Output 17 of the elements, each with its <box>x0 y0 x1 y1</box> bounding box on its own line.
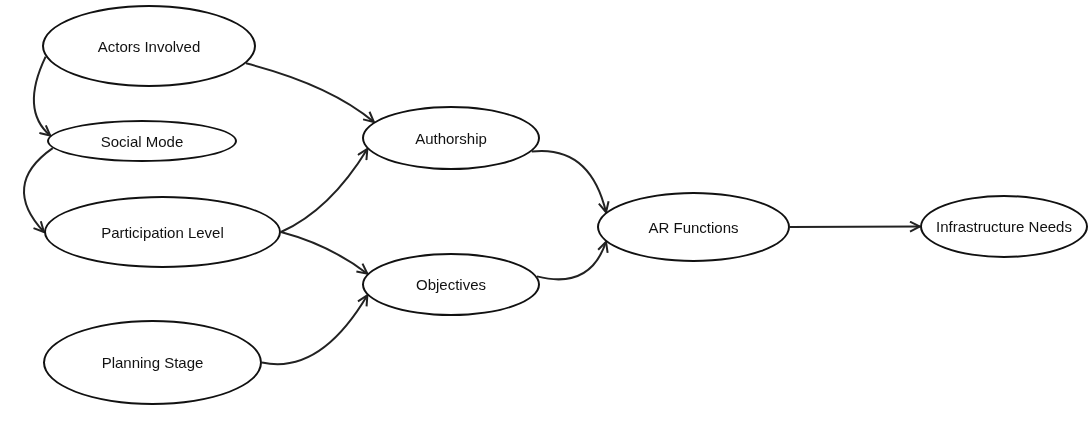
arrow <box>789 220 921 233</box>
arrow <box>244 62 375 123</box>
arrow <box>530 149 610 214</box>
arrow <box>23 147 54 233</box>
node-label: AR Functions <box>648 218 739 236</box>
arrow <box>261 294 369 366</box>
ellipse-node <box>47 120 237 162</box>
node-label: Authorship <box>415 129 487 147</box>
node-label: Actors Involved <box>97 37 201 55</box>
arrow <box>32 55 52 137</box>
node-label: Social Mode <box>100 132 184 150</box>
node-label: Planning Stage <box>101 354 204 371</box>
arrow <box>280 231 369 275</box>
arrow <box>280 147 369 233</box>
node-label: Participation Level <box>101 223 224 241</box>
node-label: Infrastructure Needs <box>936 218 1072 235</box>
node-label: Objectives <box>416 276 486 293</box>
